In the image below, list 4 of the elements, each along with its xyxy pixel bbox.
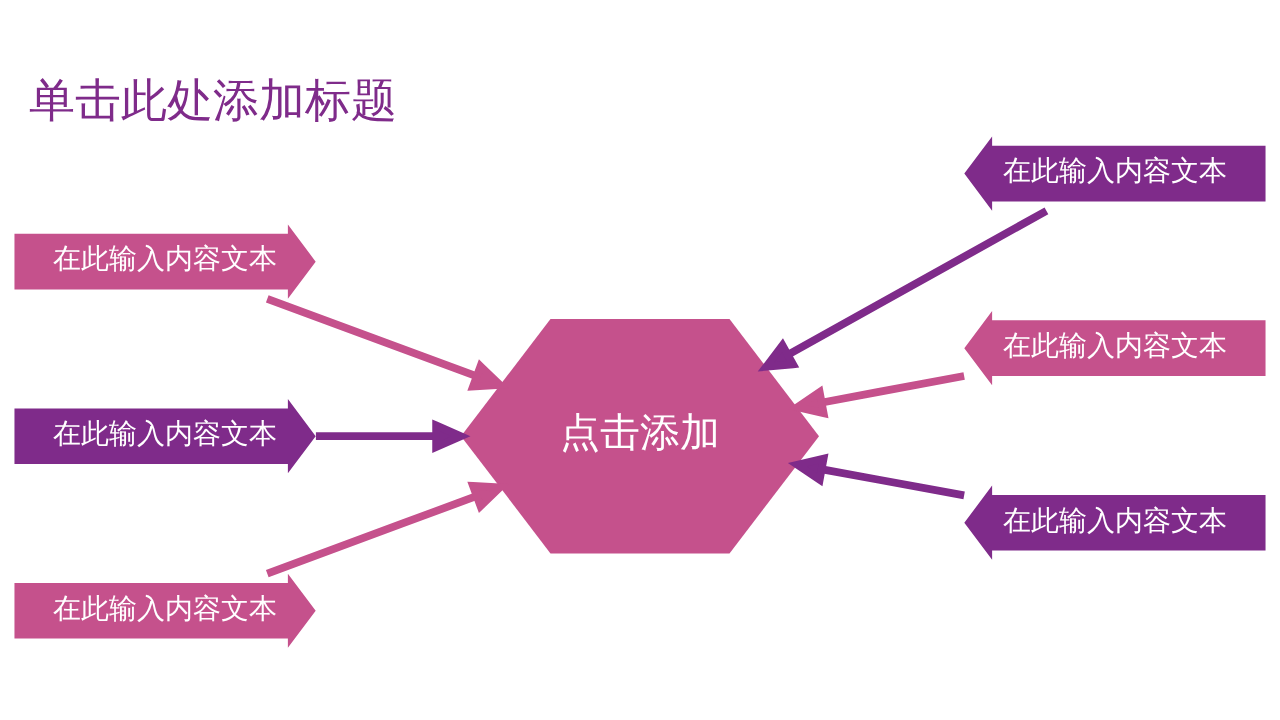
arrow: [315, 418, 471, 453]
diagram-title: 单击此处添加标题: [28, 72, 397, 127]
arrow: [787, 452, 965, 499]
arrow: [757, 206, 1049, 372]
